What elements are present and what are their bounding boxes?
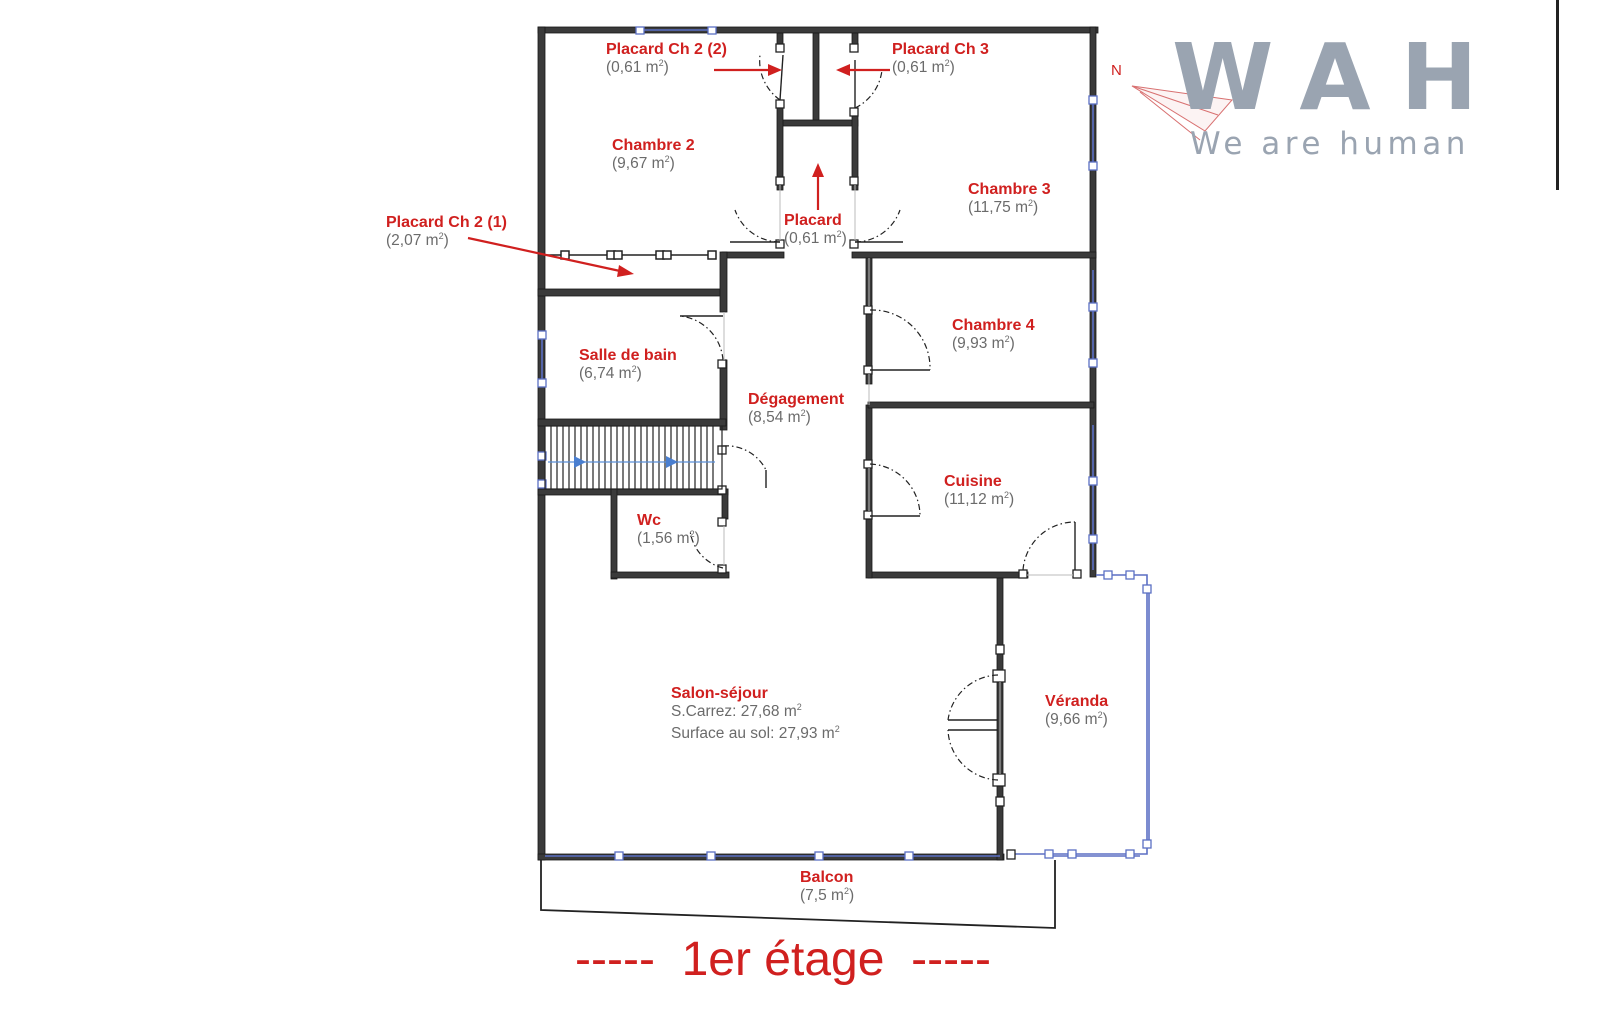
room-name: Wc [637, 512, 661, 529]
room-name: Salle de bain [579, 347, 677, 364]
wall-wc-left [610, 488, 618, 580]
window-markers [537, 26, 1152, 861]
room-area-carrez: S.Carrez: 27,68 m2 [671, 702, 802, 721]
wall-ch3-bottom [851, 251, 1097, 259]
room-name: Cuisine [944, 473, 1002, 490]
wall-sdb-bottom [537, 418, 727, 427]
room-area: (1,56 m2) [637, 529, 700, 548]
room-wc: Wc (1,56 m2) [637, 512, 700, 548]
room-area: (8,54 m2) [748, 408, 811, 427]
room-placard-ch2-2: Placard Ch 2 (2) (0,61 m2) [606, 41, 727, 77]
room-veranda: Véranda (9,66 m2) [1045, 693, 1108, 729]
wall-closet-div [812, 32, 820, 126]
room-area-sol: Surface au sol: 27,93 m2 [671, 724, 840, 743]
wall-ch2-bottom [721, 251, 785, 259]
thresholds [723, 185, 1073, 774]
staircase [544, 425, 723, 490]
room-placard: Placard (0,61 m2) [784, 212, 847, 248]
room-name: Salon-séjour [671, 685, 768, 702]
room-area: (9,66 m2) [1045, 710, 1108, 729]
door-swings [679, 54, 1076, 781]
door-leaves [680, 54, 1076, 731]
room-name: Placard [784, 212, 842, 229]
room-name: Placard Ch 2 (2) [606, 41, 727, 58]
wall-left [537, 26, 546, 861]
room-name: Dégagement [748, 391, 845, 408]
window-veranda [1010, 574, 1148, 855]
room-balcon: Balcon (7,5 m2) [800, 869, 854, 905]
logo-letters: WAH [1172, 24, 1508, 131]
wah-logo: WAH We are human [1172, 24, 1508, 163]
wall-placard-bottom [537, 288, 727, 297]
wall-ch4-bottom [867, 401, 1095, 409]
wall-cuisine-bottom [867, 571, 1029, 579]
balcony-outline [540, 860, 1056, 929]
stair-arrows [574, 456, 678, 468]
room-name: Chambre 4 [952, 317, 1035, 334]
compass-label: N [1111, 62, 1122, 79]
placard-sliding-doors [545, 250, 717, 260]
room-area: (11,75 m2) [968, 198, 1039, 217]
room-salle-de-bain: Salle de bain (6,74 m2) [579, 347, 677, 383]
room-name: Chambre 2 [612, 137, 695, 154]
room-placard-ch2-1: Placard Ch 2 (1) (2,07 m2) [386, 214, 507, 250]
room-name: Placard Ch 2 (1) [386, 214, 507, 231]
room-area: (0,61 m2) [892, 58, 955, 77]
room-area: (6,74 m2) [579, 364, 642, 383]
room-chambre-2: Chambre 2 (9,67 m2) [612, 137, 695, 173]
page-edge [1556, 0, 1559, 190]
wall-stairs-bottom [537, 488, 729, 496]
room-name: Balcon [800, 869, 854, 886]
wall-wc-bottom [610, 571, 730, 579]
room-area: (9,67 m2) [612, 154, 675, 173]
room-degagement: Dégagement (8,54 m2) [748, 391, 844, 427]
annotation-arrows [467, 64, 890, 277]
room-area: (9,93 m2) [952, 334, 1015, 353]
compass-icon [1131, 85, 1233, 141]
room-name: Placard Ch 3 [892, 41, 989, 58]
room-area: (0,61 m2) [784, 229, 847, 248]
wall-top [537, 26, 1099, 34]
room-chambre-4: Chambre 4 (9,93 m2) [952, 317, 1035, 353]
room-name: Véranda [1045, 693, 1109, 710]
wall-closet-mid [777, 119, 859, 127]
wall-bottom [537, 853, 1005, 861]
room-salon-sejour: Salon-séjour S.Carrez: 27,68 m2 Surface … [671, 685, 840, 743]
wall-placard-right [719, 251, 728, 313]
logo-tagline: We are human [1190, 126, 1470, 162]
room-chambre-3: Chambre 3 (11,75 m2) [968, 181, 1051, 217]
room-area: (7,5 m2) [800, 886, 855, 905]
room-name: Chambre 3 [968, 181, 1051, 198]
room-area: (11,12 m2) [944, 490, 1015, 509]
room-area: (2,07 m2) [386, 231, 449, 250]
room-placard-ch3: Placard Ch 3 (0,61 m2) [892, 41, 989, 77]
room-cuisine: Cuisine (11,12 m2) [944, 473, 1014, 509]
floor-title: ----- 1er étage ----- [575, 933, 992, 986]
room-area: (0,61 m2) [606, 58, 669, 77]
